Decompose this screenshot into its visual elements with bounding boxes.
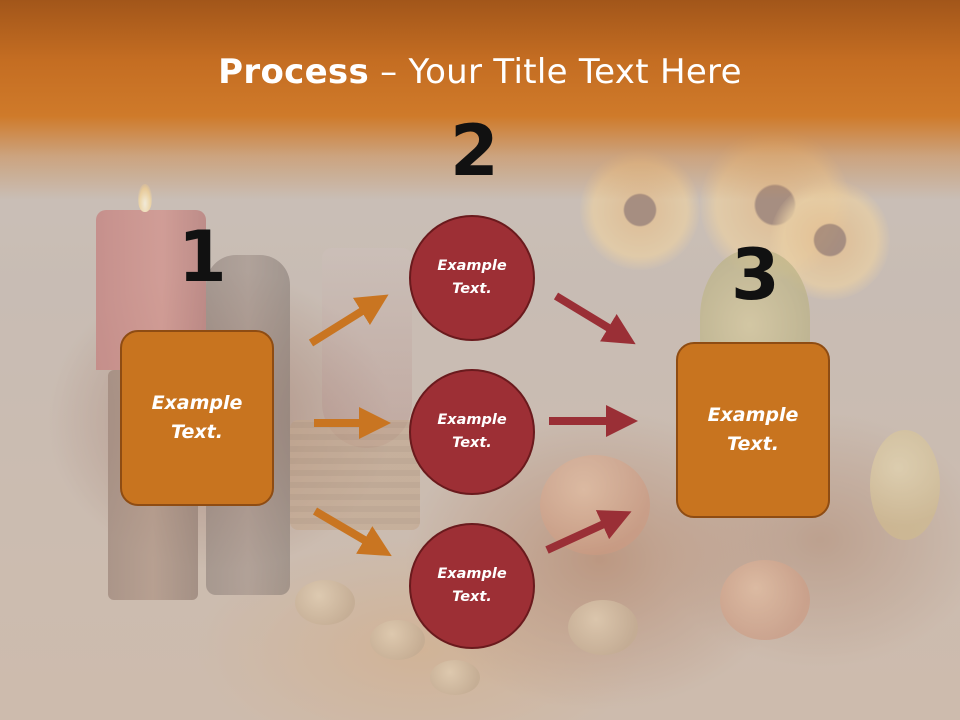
- right-step-box[interactable]: Example Text.: [676, 342, 830, 518]
- arrow-circle-3-to-right: [545, 510, 632, 554]
- step-number-1: 1: [178, 216, 227, 298]
- left-step-box[interactable]: Example Text.: [120, 330, 274, 506]
- step-number-2: 2: [450, 110, 499, 192]
- arrow-left-to-circle-1: [308, 294, 389, 347]
- basket-decoration: [290, 420, 420, 530]
- title-rest: Your Title Text Here: [408, 52, 742, 92]
- middle-circle-2-label: Example Text.: [437, 412, 507, 451]
- right-step-box-label: Example Text.: [707, 404, 799, 455]
- step-number-3: 3: [731, 234, 780, 316]
- title-separator: –: [369, 52, 409, 92]
- arrow-circle-1-to-right: [553, 292, 636, 345]
- nut-decoration: [295, 580, 355, 625]
- middle-circle-2[interactable]: Example Text.: [409, 369, 535, 495]
- nut-decoration: [430, 660, 480, 695]
- fruit-decoration: [540, 455, 650, 555]
- title-band: [0, 0, 960, 200]
- middle-circle-1-label: Example Text.: [437, 258, 507, 297]
- nut-decoration: [370, 620, 425, 660]
- middle-circle-3-label: Example Text.: [437, 566, 507, 605]
- arrow-left-to-circle-3: [312, 507, 392, 557]
- fruit-decoration: [720, 560, 810, 640]
- middle-circle-1[interactable]: Example Text.: [409, 215, 535, 341]
- middle-circle-3[interactable]: Example Text.: [409, 523, 535, 649]
- slide-title: Process – Your Title Text Here: [0, 52, 960, 92]
- title-bold: Process: [218, 52, 370, 92]
- fruit-decoration: [870, 430, 940, 540]
- left-step-box-label: Example Text.: [151, 392, 243, 443]
- nut-decoration: [568, 600, 638, 655]
